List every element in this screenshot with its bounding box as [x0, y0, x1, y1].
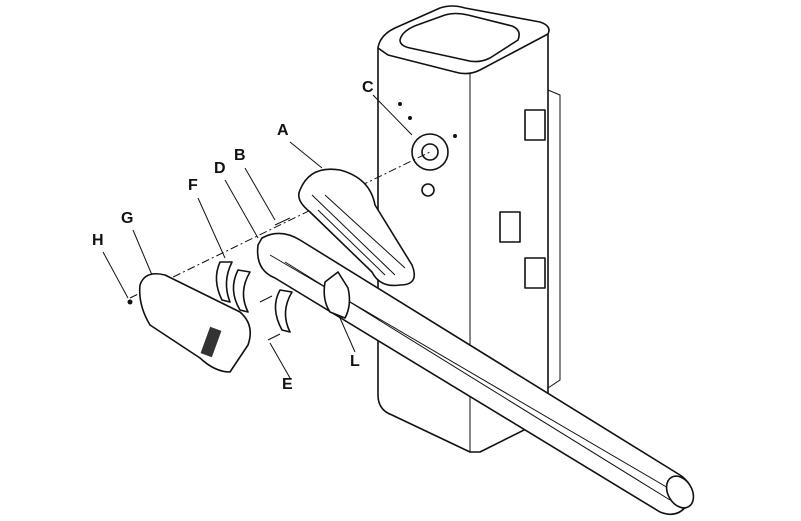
label-D: D: [214, 160, 226, 177]
collar-L: [323, 271, 351, 319]
leader-lines: [102, 94, 413, 379]
label-B: B: [234, 147, 246, 164]
boom-arm: [256, 232, 695, 516]
label-G: G: [121, 210, 134, 227]
column-slot: [499, 211, 521, 243]
screws: [127, 217, 291, 341]
label-C: C: [362, 79, 374, 96]
column-slot: [524, 257, 546, 289]
label-E: E: [282, 376, 293, 393]
label-A: A: [277, 122, 289, 139]
boom-support-A: [297, 168, 416, 287]
bracket-F: [215, 261, 293, 333]
column-slot: [524, 109, 546, 141]
label-F: F: [188, 177, 198, 194]
end-cover-G: [138, 272, 251, 373]
label-H: H: [92, 232, 104, 249]
label-L: L: [350, 353, 360, 370]
